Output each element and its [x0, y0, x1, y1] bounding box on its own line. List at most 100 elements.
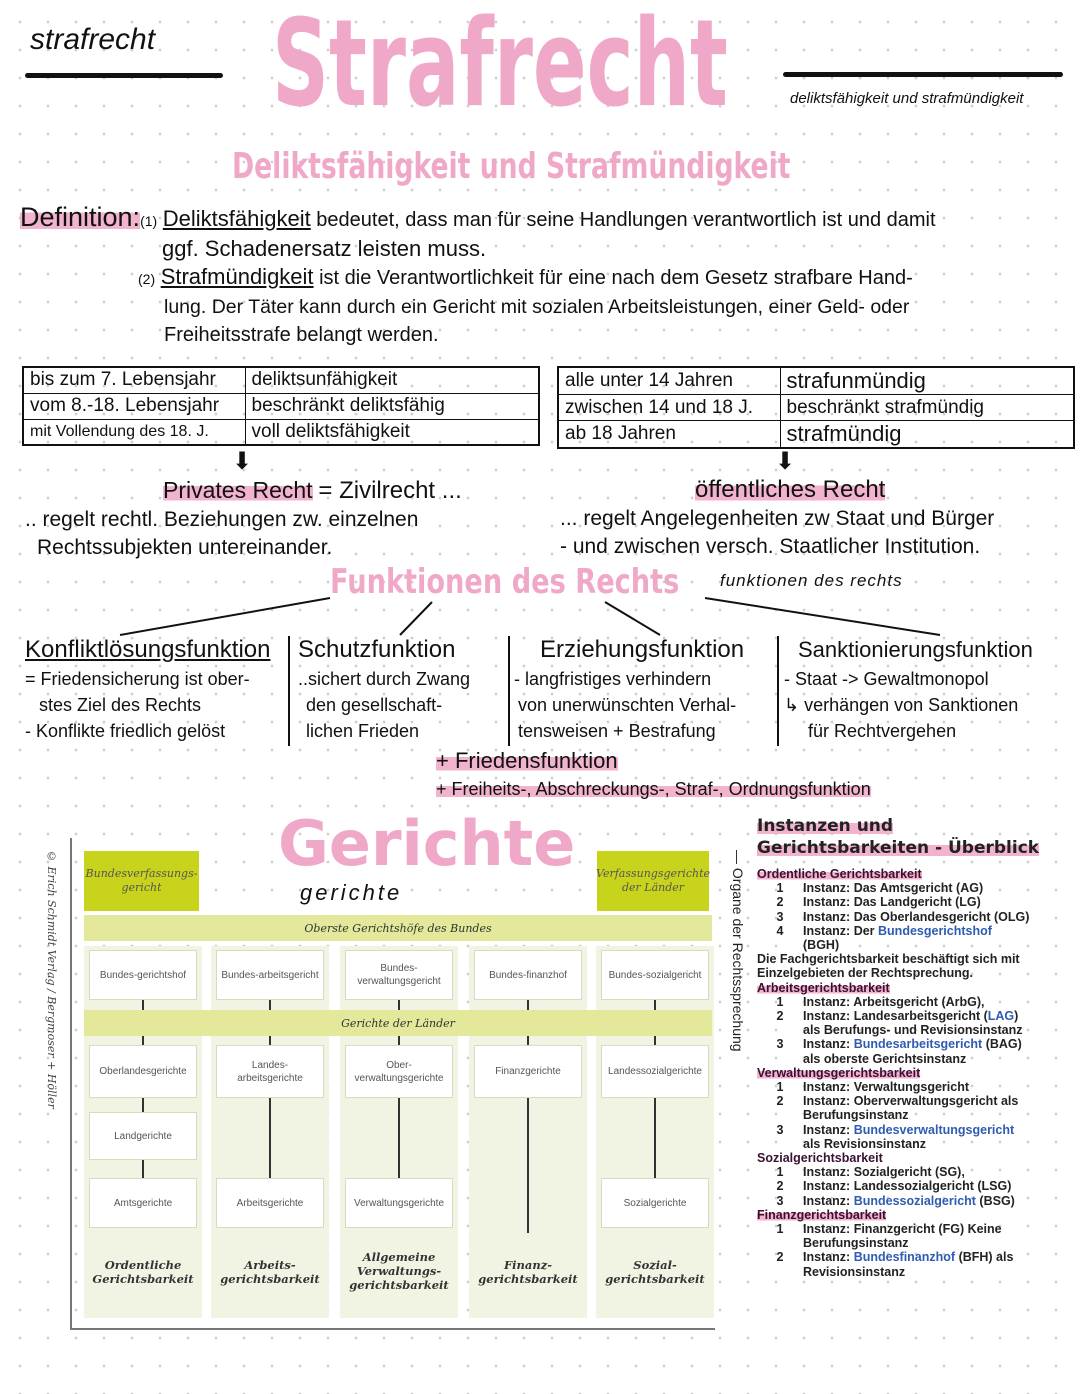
instance-number: 3 — [776, 1037, 784, 1052]
instance-text: (BGH) — [803, 938, 840, 953]
court-diagram: Bundesverfassungs-gericht Verfassungsger… — [70, 838, 715, 1330]
court-box-lower: Amtsgerichte — [89, 1178, 197, 1228]
instance-text: Instanz: — [803, 1037, 854, 1052]
function-konfliktloesung: Konfliktlösungsfunktion = Friedensicherun… — [25, 636, 284, 744]
connector-line — [269, 1036, 271, 1045]
connector-line — [398, 1000, 400, 1010]
subtitle-overlay: deliktsfähigkeit und strafmündigkeit — [790, 90, 1024, 107]
link-bundessozialgericht[interactable]: Bundessozialgericht — [853, 1193, 976, 1208]
court-box-bund: Bundes-verwaltungsgericht — [345, 950, 453, 1000]
function-text: - langfristiges verhindern — [514, 669, 712, 689]
connector-line — [142, 1000, 144, 1010]
function-text: ↳ verhängen von Sanktionen — [784, 695, 1019, 715]
table-cell: strafmündig — [779, 420, 1075, 449]
court-box-lower: Sozialgerichte — [601, 1178, 709, 1228]
connector-line — [654, 1098, 656, 1178]
definition-text: ggf. Schadenersatz leisten muss. — [162, 236, 487, 261]
court-box-land: Landessozialgerichte — [601, 1045, 709, 1098]
functions-heading-overlay: funktionen des rechts — [720, 571, 903, 590]
instance-number: 2 — [776, 1009, 784, 1024]
table-cell: deliktsunfähigkeit — [244, 366, 540, 394]
private-law-suffix: = Zivilrecht ... — [318, 477, 462, 504]
table-cell: ab 18 Jahren — [557, 420, 781, 449]
public-law-text: ... regelt Angelegenheiten zw Staat und … — [560, 507, 995, 530]
page-title: Strafrecht — [272, 0, 728, 134]
link-bundesfinanzhof[interactable]: Bundesfinanzhof — [853, 1250, 956, 1265]
overview-title: Gerichtsbarkeiten - Überblick — [757, 838, 1040, 858]
functions-connector-lines — [119, 597, 941, 636]
public-law-text: - und zwischen versch. Staatlicher Insti… — [560, 535, 981, 558]
instance-number: 4 — [776, 923, 784, 938]
table-cell: beschränkt strafmündig — [779, 394, 1075, 421]
court-branch-label: Allgemeine Verwaltungs-gerichtsbarkeit — [349, 1250, 449, 1292]
instance-number: 1 — [776, 1080, 784, 1095]
section-sozial: Sozialgerichtsbarkeit — [757, 1151, 883, 1166]
arrow-down-icon: ⬇ — [775, 448, 796, 475]
public-law-title: öffentliches Recht — [695, 476, 886, 503]
instance-number: 1 — [776, 881, 784, 896]
item-number: (1) — [140, 213, 158, 229]
function-text: den gesellschaft- — [306, 695, 443, 715]
function-text: stes Ziel des Rechts — [39, 695, 202, 715]
section-finanz: Finanzgerichtsbarkeit — [757, 1207, 887, 1222]
link-lag[interactable]: LAG — [987, 1009, 1015, 1024]
instance-text: (BAG) — [982, 1037, 1022, 1052]
private-law: Privates Recht = Zivilrecht ... .. regel… — [25, 476, 462, 562]
connector-line — [142, 1160, 144, 1178]
function-title: Erziehungsfunktion — [540, 636, 745, 663]
connector-line — [527, 1000, 529, 1010]
instance-text: Berufungsinstanz — [803, 1108, 909, 1123]
table-cell: alle unter 14 Jahren — [557, 366, 781, 395]
instance-text: Instanz: Sozialgericht (SG), — [803, 1165, 965, 1180]
definition-text: lung. Der Täter kann durch ein Gericht m… — [164, 296, 910, 318]
instance-text: Instanz: Oberverwaltungsgericht als — [803, 1094, 1019, 1109]
function-erziehung: Erziehungsfunktion - langfristiges verhin… — [514, 636, 773, 744]
definition-text: ist die Verantwortlichkeit für eine nach… — [319, 267, 913, 289]
instance-text: ) — [1014, 1009, 1019, 1024]
section-arbeit: Arbeitsgerichtsbarkeit — [757, 980, 890, 995]
definition-block: Definition:(1) Deliktsfähigkeit bedeutet… — [20, 202, 1080, 349]
instance-text: Instanz: — [803, 1193, 854, 1208]
instance-text: Instanz: Der — [803, 923, 879, 938]
bundesverfassungsgericht-box: Bundesverfassungs-gericht — [84, 851, 199, 911]
private-law-title: Privates Recht — [163, 477, 313, 503]
link-bundesarbeitsgericht[interactable]: Bundesarbeitsgericht — [853, 1037, 983, 1052]
courts-heading-overlay: gerichte — [300, 880, 403, 905]
function-text: tensweisen + Bestrafung — [518, 721, 716, 741]
court-box-bund: Bundes-finanzhof — [474, 950, 582, 1000]
table-cell: beschränkt deliktsfähig — [244, 392, 540, 420]
court-box-land: Finanzgerichte — [474, 1045, 582, 1098]
divider — [777, 636, 779, 746]
instance-text: Berufungsinstanz — [803, 1236, 909, 1251]
connector-line — [527, 1098, 529, 1233]
function-text: - Konflikte friedlich gelöst — [25, 721, 226, 741]
functions-heading: Funktionen des Rechts — [330, 562, 680, 602]
instance-number: 2 — [776, 895, 784, 910]
connector-line — [654, 1000, 656, 1010]
connector-line — [269, 1000, 271, 1010]
extra-functions: + Freiheits-, Abschreckungs-, Straf-, Or… — [436, 778, 871, 800]
overview-title: Instanzen und — [757, 816, 894, 836]
table-cell: strafunmündig — [779, 366, 1075, 395]
instance-number: 3 — [776, 1193, 784, 1208]
definition-label: Definition: — [20, 202, 141, 232]
link-bundesgerichtshof[interactable]: Bundesgerichtshof — [878, 923, 992, 938]
instance-number: 2 — [776, 1250, 784, 1265]
link-bundesverwaltungsgericht[interactable]: Bundesverwaltungsgericht — [853, 1122, 1015, 1137]
connector-line — [142, 1098, 144, 1112]
copyright: © Erich Schmidt Verlag / Bergmoser + Höl… — [45, 850, 58, 1109]
function-text: = Friedensicherung ist ober- — [25, 669, 250, 689]
extra-function-text: + Friedensfunktion — [436, 748, 618, 773]
function-title: Konfliktlösungsfunktion — [25, 636, 271, 663]
title-rule-right — [783, 72, 1063, 77]
connector-line — [398, 1098, 400, 1178]
overview-panel: Instanzen und Gerichtsbarkeiten - Überbl… — [757, 815, 1077, 1279]
instance-text: Instanz: Das Oberlandesgericht (OLG) — [803, 909, 1030, 924]
table-cell: bis zum 7. Lebensjahr — [22, 366, 246, 394]
connector-line — [654, 1036, 656, 1045]
term-strafmuendigkeit: Strafmündigkeit — [160, 264, 314, 289]
